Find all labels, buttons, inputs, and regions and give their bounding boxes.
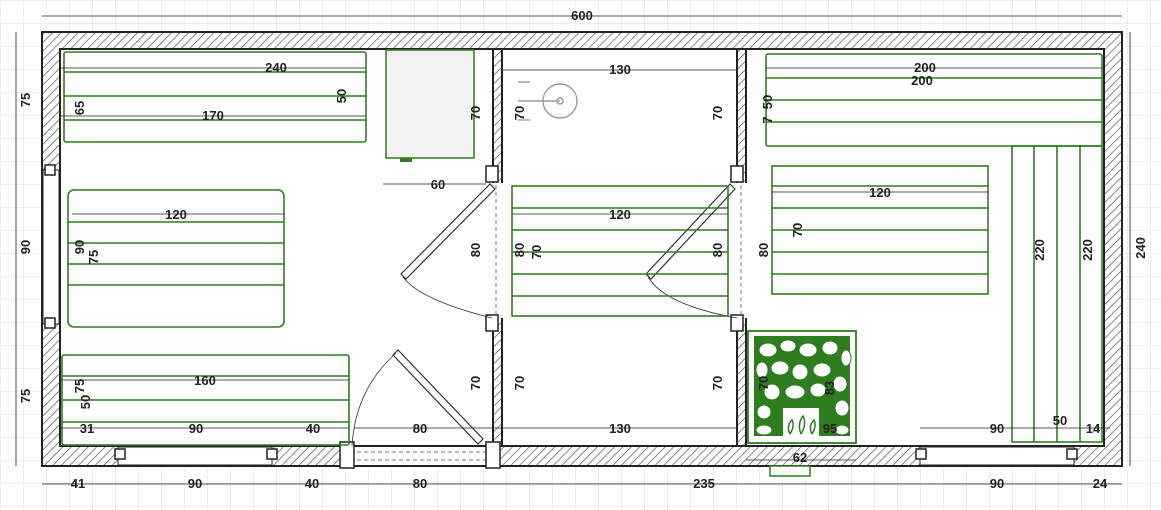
r3-dim-220a: 220 — [1032, 239, 1047, 261]
room3-benches — [765, 53, 1103, 443]
dim-top-total: 600 — [571, 8, 593, 23]
r2-dim-70b: 70 — [529, 245, 544, 259]
door-jambs — [44, 164, 1078, 469]
cabinet — [385, 49, 475, 159]
r1-dim-170: 170 — [202, 108, 224, 123]
dimension-lines — [15, 15, 1131, 485]
r1-dim-90: 90 — [72, 240, 87, 254]
dim-bottom-0: 41 — [71, 476, 85, 491]
r1-dim-31: 31 — [80, 421, 94, 436]
r3-dim-14: 14 — [1086, 421, 1101, 436]
r1-door-60: 60 — [431, 177, 445, 192]
r2-dim-80b: 80 — [710, 243, 725, 257]
r2-dim-130-top: 130 — [609, 62, 631, 77]
r2-dim-70-br: 70 — [710, 376, 725, 390]
r1-dim-65: 65 — [72, 101, 87, 115]
r2-dim-70-bm: 70 — [512, 376, 527, 390]
room2-bench — [511, 185, 729, 317]
stove-dim-83: 83 — [822, 381, 837, 395]
r2-dim-70-tr: 70 — [710, 106, 725, 120]
r3-dim-90: 90 — [990, 421, 1004, 436]
dim-bottom-3: 80 — [413, 476, 427, 491]
dim-bottom-5: 90 — [990, 476, 1004, 491]
r1-dim-40: 40 — [306, 421, 320, 436]
dim-left-1: 90 — [18, 240, 33, 254]
r3-dim-7: 7 — [760, 116, 775, 123]
r2-dim-70-bl: 70 — [468, 376, 483, 390]
r3-side-80: 80 — [756, 243, 771, 257]
r1-door-80: 80 — [468, 243, 483, 257]
r1-dim-90b: 90 — [189, 421, 203, 436]
r3-dim-50: 50 — [760, 95, 775, 109]
r3-dim-70: 70 — [790, 223, 805, 237]
r2-dim-130-bot: 130 — [609, 421, 631, 436]
r1-dim-240: 240 — [265, 60, 287, 75]
dim-bottom-4: 235 — [693, 476, 715, 491]
r2-door-80: 80 — [413, 421, 427, 436]
stove-dim-62: 62 — [793, 450, 807, 465]
r3-dim-200b: 200 — [911, 73, 933, 88]
r2-dim-70-tm: 70 — [512, 106, 527, 120]
stove — [747, 330, 857, 477]
dim-left-2: 75 — [18, 389, 33, 403]
r3-dim-220b: 220 — [1080, 239, 1095, 261]
dim-bottom-1: 90 — [188, 476, 202, 491]
r1-dim-50b: 50 — [78, 395, 93, 409]
outer-wall — [41, 31, 1123, 467]
dimension-labels: 600 41 90 40 80 235 90 24 75 90 75 240 2… — [18, 8, 1148, 491]
stove-dim-70: 70 — [756, 376, 771, 390]
r3-dim-200a: 200 — [914, 60, 936, 75]
r1-dim-50: 50 — [334, 89, 349, 103]
stove-dim-95: 95 — [823, 421, 837, 436]
dim-bottom-2: 40 — [305, 476, 319, 491]
dim-right-0: 240 — [1133, 237, 1148, 259]
r1-dim-75b: 75 — [72, 379, 87, 393]
r1-dim-75: 75 — [86, 250, 101, 264]
r2-dim-80a: 80 — [512, 243, 527, 257]
room1-benches — [61, 51, 367, 446]
r2-dim-70-tl: 70 — [468, 106, 483, 120]
dim-bottom-6: 24 — [1093, 476, 1108, 491]
r1-dim-160: 160 — [194, 373, 216, 388]
r3-dim-50b: 50 — [1053, 413, 1067, 428]
r1-dim-120: 120 — [165, 207, 187, 222]
shower-icon — [518, 81, 578, 121]
r3-dim-120: 120 — [869, 185, 891, 200]
dim-left-0: 75 — [18, 93, 33, 107]
r2-dim-120: 120 — [609, 207, 631, 222]
